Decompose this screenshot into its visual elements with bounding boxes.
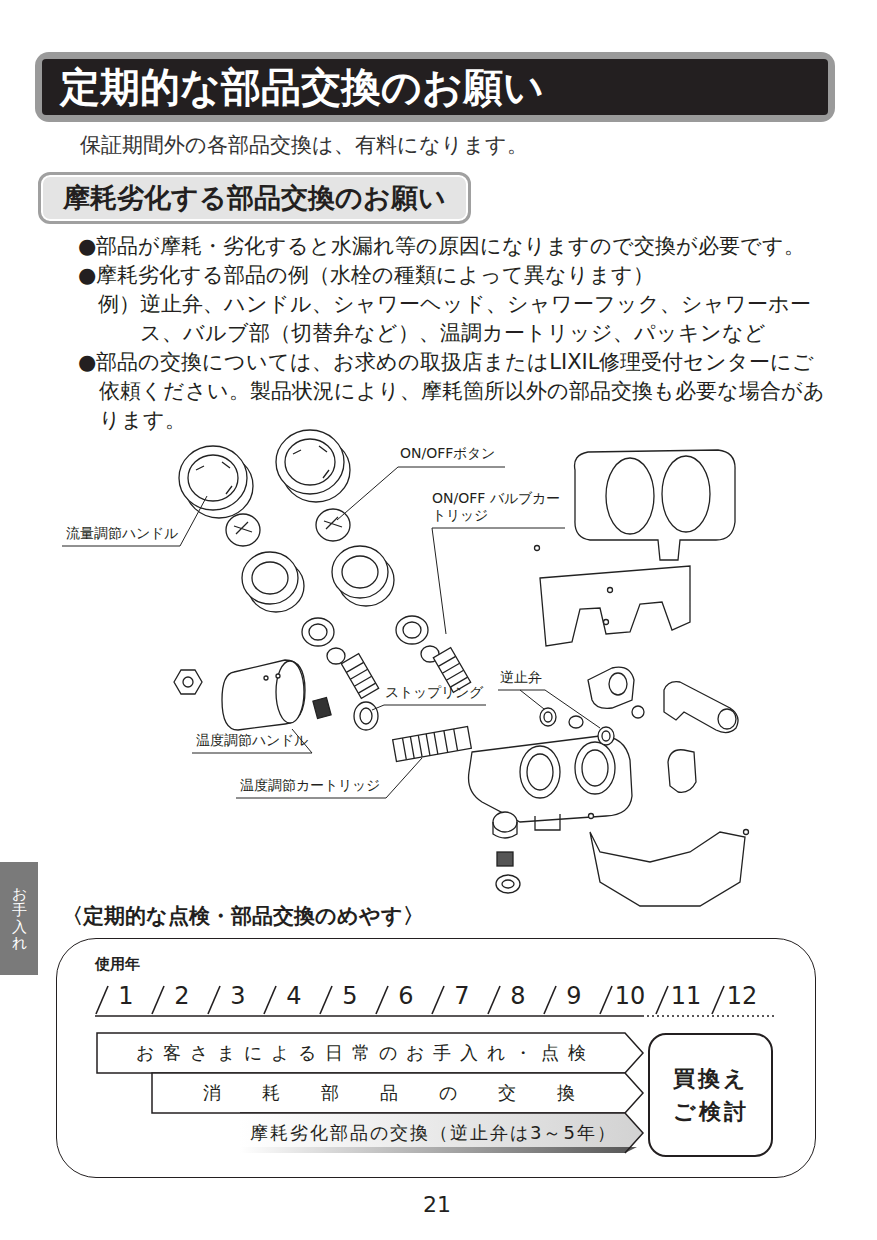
year-number: 6 — [398, 982, 413, 1011]
year-number: 1 — [118, 982, 133, 1011]
part-label: ストップリング — [385, 684, 483, 701]
timeline-arrow: 摩耗劣化部品の交換（逆止弁は3～5年） — [240, 1113, 643, 1153]
replace-label: 買換え ご検討 — [671, 1062, 750, 1128]
page-number: 21 — [423, 1190, 451, 1219]
title-band-frame — [35, 52, 835, 122]
section-heading-box: 摩耗劣化する部品交換のお願い — [38, 172, 471, 224]
section-heading: 摩耗劣化する部品交換のお願い — [63, 180, 446, 216]
arrow-label: お客さまによる日常のお手入れ・点検 — [127, 1041, 595, 1065]
part-label: ON/OFFボタン — [400, 445, 495, 462]
part-label: ON/OFF バルブカートリッジ — [432, 490, 567, 524]
part-label: 温度調節カートリッジ — [240, 777, 380, 794]
part-label: 流量調節ハンドル — [66, 525, 178, 542]
year-number: 3 — [230, 982, 245, 1011]
year-number: 5 — [342, 982, 357, 1011]
exploded-view — [174, 430, 749, 906]
tab-label: お手入れ — [12, 886, 27, 952]
year-number: 11 — [671, 982, 702, 1011]
timeline-arrow: 消耗部品の交換 — [152, 1073, 643, 1113]
year-number: 7 — [454, 982, 469, 1011]
year-number: 2 — [174, 982, 189, 1011]
bullet-text: ●摩耗劣化する部品の例（水栓の種類によって異なります） — [78, 261, 828, 290]
timeline-arrow: お客さまによる日常のお手入れ・点検 — [97, 1033, 643, 1073]
arrow-label: 消耗部品の交換 — [162, 1081, 616, 1105]
leader-lines — [62, 467, 600, 798]
year-number: 12 — [727, 982, 758, 1011]
notice-text: 保証期間外の各部品交換は、有料になります。 — [80, 131, 528, 160]
title-band — [42, 59, 828, 115]
bullet-text: ●部品が摩耗・劣化すると水漏れ等の原因になりますので交換が必要です。 — [78, 232, 828, 261]
year-number: 4 — [286, 982, 301, 1011]
bullet-text: ●部品の交換については、お求めの取扱店またはLIXIL修理受付センターにご依頼く… — [78, 348, 828, 435]
side-tab: お手入れ — [0, 862, 38, 975]
part-label: 逆止弁 — [500, 669, 542, 686]
year-number: 10 — [615, 982, 646, 1011]
year-number: 9 — [566, 982, 581, 1011]
schedule-heading: 〈定期的な点検・部品交換のめやす〉 — [62, 901, 822, 931]
axis-title: 使用年 — [95, 954, 140, 974]
replace-box: 買換え ご検討 — [648, 1033, 773, 1157]
schedule-panel: 〈定期的な点検・部品交換のめやす〉使用年お客さまによる日常のお手入れ・点検消耗部… — [56, 898, 816, 1178]
part-label: 温度調節ハンドル — [196, 732, 308, 749]
page-title: 定期的な部品交換のお願い — [60, 59, 544, 115]
arrow-label: 摩耗劣化部品の交換（逆止弁は3～5年） — [248, 1121, 617, 1145]
year-number: 8 — [510, 982, 525, 1011]
example-text: 例）逆止弁、ハンドル、シャワーヘッド、シャワーフック、シャワーホース、バルブ部（… — [98, 290, 828, 348]
